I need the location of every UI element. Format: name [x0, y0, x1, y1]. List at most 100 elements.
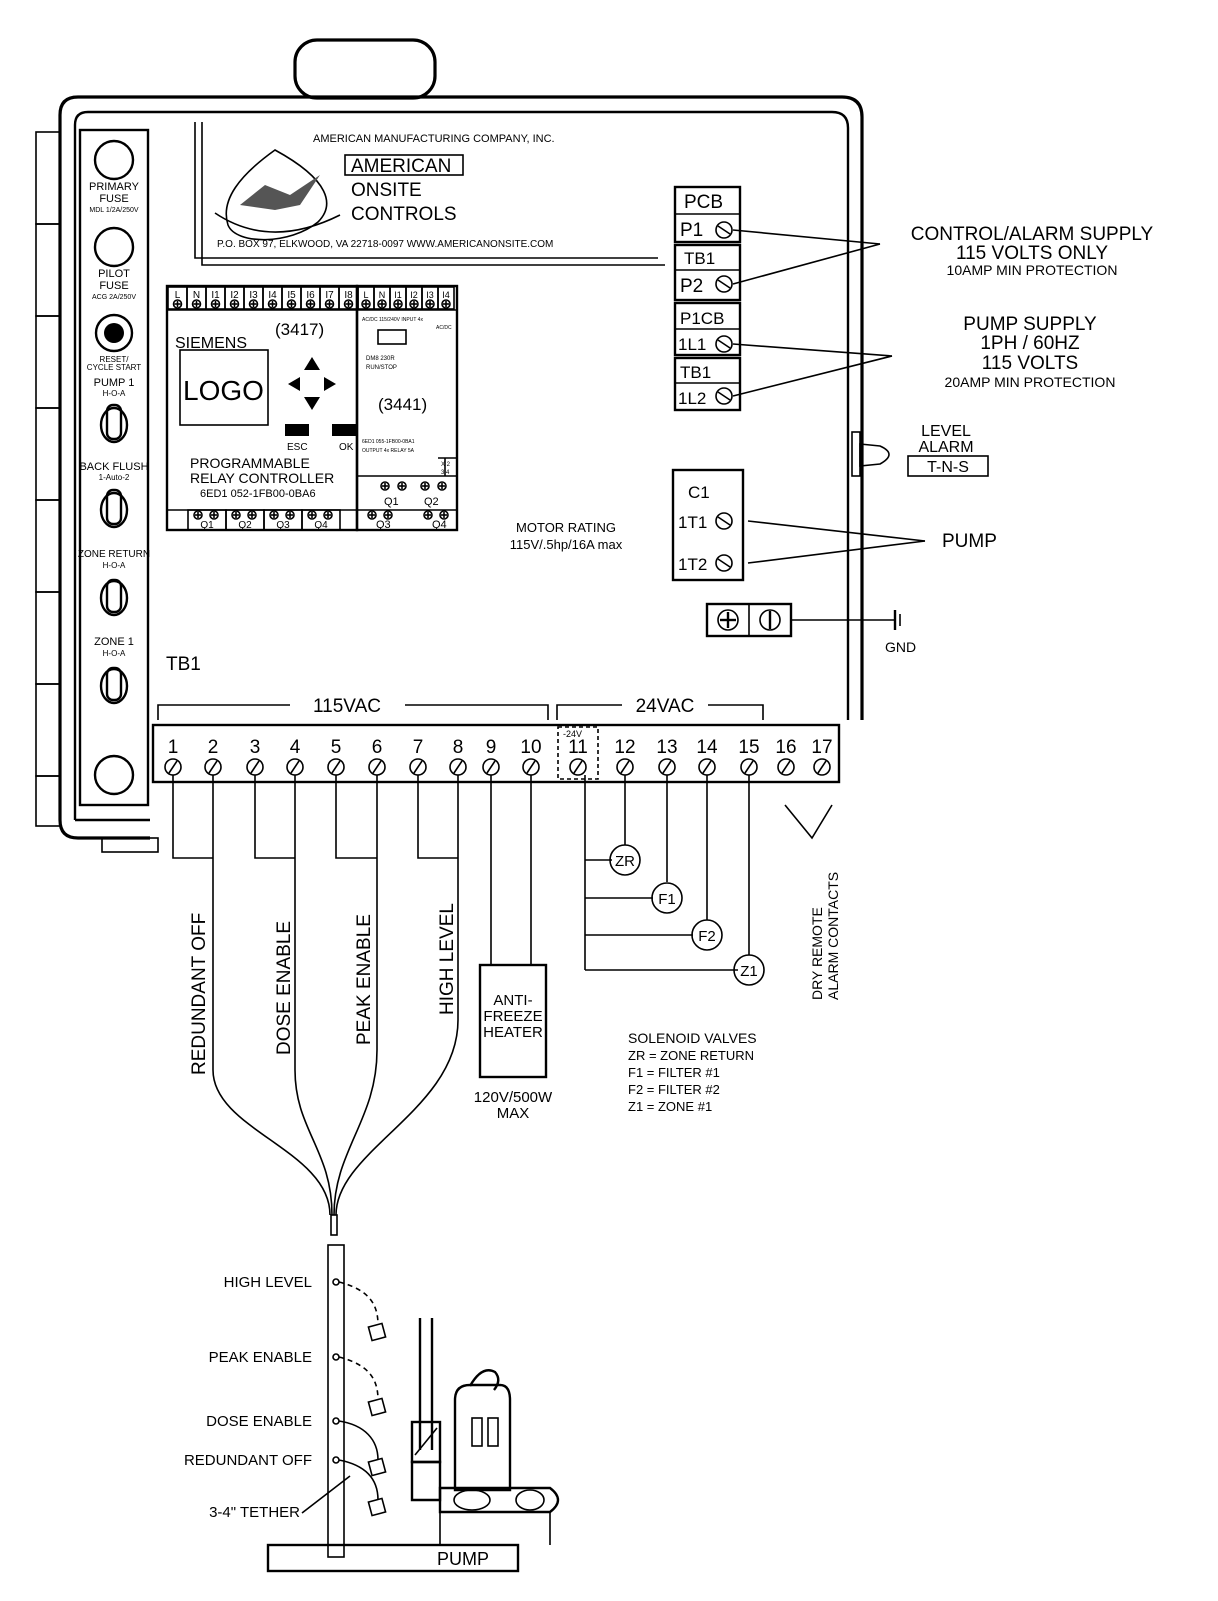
legend-title: SOLENOID VALVES — [628, 1030, 757, 1046]
float-tether-pipe — [327, 1244, 345, 1558]
zone1-switch[interactable] — [99, 666, 129, 705]
enclosure-knob — [293, 38, 437, 100]
svg-text:1-Auto-2: 1-Auto-2 — [99, 473, 130, 482]
control-supply-title: CONTROL/ALARM SUPPLY — [911, 224, 1154, 245]
bracket-24vac — [556, 704, 764, 720]
label-24vac: 24VAC — [636, 696, 695, 717]
svg-text:H-O-A: H-O-A — [103, 649, 126, 658]
level-alarm-light — [851, 431, 890, 477]
ext-input-i3: I3 — [426, 290, 434, 300]
bracket-115vac — [157, 704, 549, 720]
bottom-knob[interactable] — [93, 754, 135, 796]
terminal-3: 3 — [250, 737, 261, 758]
svg-text:OUTPUT 4x RELAY 5A: OUTPUT 4x RELAY 5A — [362, 448, 415, 454]
gnd-label: GND — [885, 639, 916, 655]
label-115vac: 115VAC — [313, 696, 381, 717]
motor-rating: MOTOR RATING — [516, 520, 616, 535]
submersible-pump — [410, 1318, 560, 1545]
legend-item: ZR = ZONE RETURN — [628, 1048, 754, 1063]
terminal-16: 16 — [775, 737, 796, 758]
plc-output-q3: Q3 — [276, 520, 290, 531]
valve-label-f2: F2 — [698, 928, 716, 945]
plc-input-n: N — [193, 290, 200, 301]
pump-label: PUMP — [942, 531, 997, 552]
valve-zr — [609, 844, 641, 876]
valve-f1 — [651, 882, 683, 914]
svg-text:DM8 230R: DM8 230R — [366, 356, 395, 362]
brand-american: AMERICAN — [351, 156, 451, 177]
zone-return-switch[interactable] — [99, 578, 129, 617]
terminal-screw-17 — [813, 758, 831, 776]
plc-output-q1: Q1 — [200, 520, 214, 531]
svg-text:115 VOLTS: 115 VOLTS — [982, 353, 1078, 374]
eagle-logo — [214, 149, 341, 241]
wire-label-redundant-off: REDUNDANT OFF — [189, 913, 210, 1075]
tns-label: T-N-S — [927, 459, 969, 476]
terminal-9: 9 — [486, 737, 497, 758]
terminal-7: 7 — [413, 737, 424, 758]
svg-text:ANTI-: ANTI- — [493, 992, 532, 1009]
brand-onsite: ONSITE — [351, 180, 422, 201]
svg-text:Q2: Q2 — [424, 496, 439, 508]
reset-button[interactable] — [94, 313, 134, 353]
svg-text:10AMP MIN PROTECTION: 10AMP MIN PROTECTION — [947, 262, 1118, 278]
svg-text:X 2: X 2 — [441, 462, 451, 468]
tether-label: 3-4" TETHER — [209, 1504, 300, 1521]
svg-text:FUSE: FUSE — [99, 193, 128, 205]
plc-output-q4: Q4 — [314, 520, 328, 531]
plc-brand: SIEMENS — [175, 335, 247, 352]
svg-text:1T2: 1T2 — [678, 555, 707, 574]
svg-text:RESET/: RESET/ — [100, 355, 130, 364]
tb1-label: TB1 — [166, 654, 201, 675]
ext-input-i1: I1 — [394, 290, 402, 300]
ext-input-i2: I2 — [410, 290, 418, 300]
svg-text:AC/DC: AC/DC — [436, 325, 452, 331]
primary-fuse-holder[interactable] — [93, 139, 135, 181]
terminal-screw-11 — [569, 758, 587, 776]
pump1-label: PUMP 1 — [94, 377, 135, 389]
svg-text:-24V: -24V — [563, 729, 582, 739]
plc-input-i6: I6 — [306, 290, 315, 301]
pump-base-label: PUMP — [437, 1549, 489, 1569]
svg-text:FREEZE: FREEZE — [483, 1008, 542, 1025]
company-name: AMERICAN MANUFACTURING COMPANY, INC. — [313, 133, 555, 145]
plc-caption1: PROGRAMMABLE — [190, 455, 310, 471]
valve-label-z1: Z1 — [740, 963, 758, 980]
terminal-13: 13 — [656, 737, 677, 758]
plc-model: (3417) — [275, 320, 324, 339]
plc-ok: OK — [339, 442, 354, 453]
wire-label-dose-enable: DOSE ENABLE — [274, 921, 295, 1055]
sensor-wires — [172, 775, 532, 1216]
ext-model: (3441) — [378, 395, 427, 414]
plc-caption2: RELAY CONTROLLER — [190, 470, 334, 486]
svg-text:6ED1 055-1FB00-0BA1: 6ED1 055-1FB00-0BA1 — [362, 439, 415, 445]
terminal-11: 11 — [568, 737, 588, 758]
pump-base — [266, 1543, 520, 1573]
plc-output-q2: Q2 — [238, 520, 252, 531]
back-flush-label: BACK FLUSH — [79, 461, 148, 473]
ground-terminal — [705, 602, 901, 638]
pump1-switch[interactable] — [99, 403, 129, 444]
terminal-6: 6 — [372, 737, 383, 758]
supply-leads — [732, 229, 926, 564]
svg-text:MDL 1/2A/250V: MDL 1/2A/250V — [89, 207, 138, 214]
ext-input-n: N — [379, 290, 386, 300]
valve-f2 — [691, 919, 723, 951]
svg-text:AC/DC 115/240V INPUT 4x: AC/DC 115/240V INPUT 4x — [362, 317, 423, 323]
svg-text:Q3: Q3 — [376, 519, 391, 531]
plc-logo-screen: LOGO — [183, 375, 264, 406]
zone-return-label: ZONE RETURN — [78, 549, 150, 560]
terminal-block — [151, 723, 841, 784]
bottom-tab — [101, 837, 159, 853]
plc-input-i2: I2 — [230, 290, 239, 301]
legend-item: F2 = FILTER #2 — [628, 1082, 720, 1097]
svg-text:TB1: TB1 — [680, 363, 711, 382]
primary-fuse-label: PRIMARY — [89, 181, 140, 193]
pilot-fuse-holder[interactable] — [93, 226, 135, 268]
ext-input-i4: I4 — [442, 290, 450, 300]
zone1-label: ZONE 1 — [94, 636, 134, 648]
back-flush-switch[interactable] — [99, 488, 129, 529]
